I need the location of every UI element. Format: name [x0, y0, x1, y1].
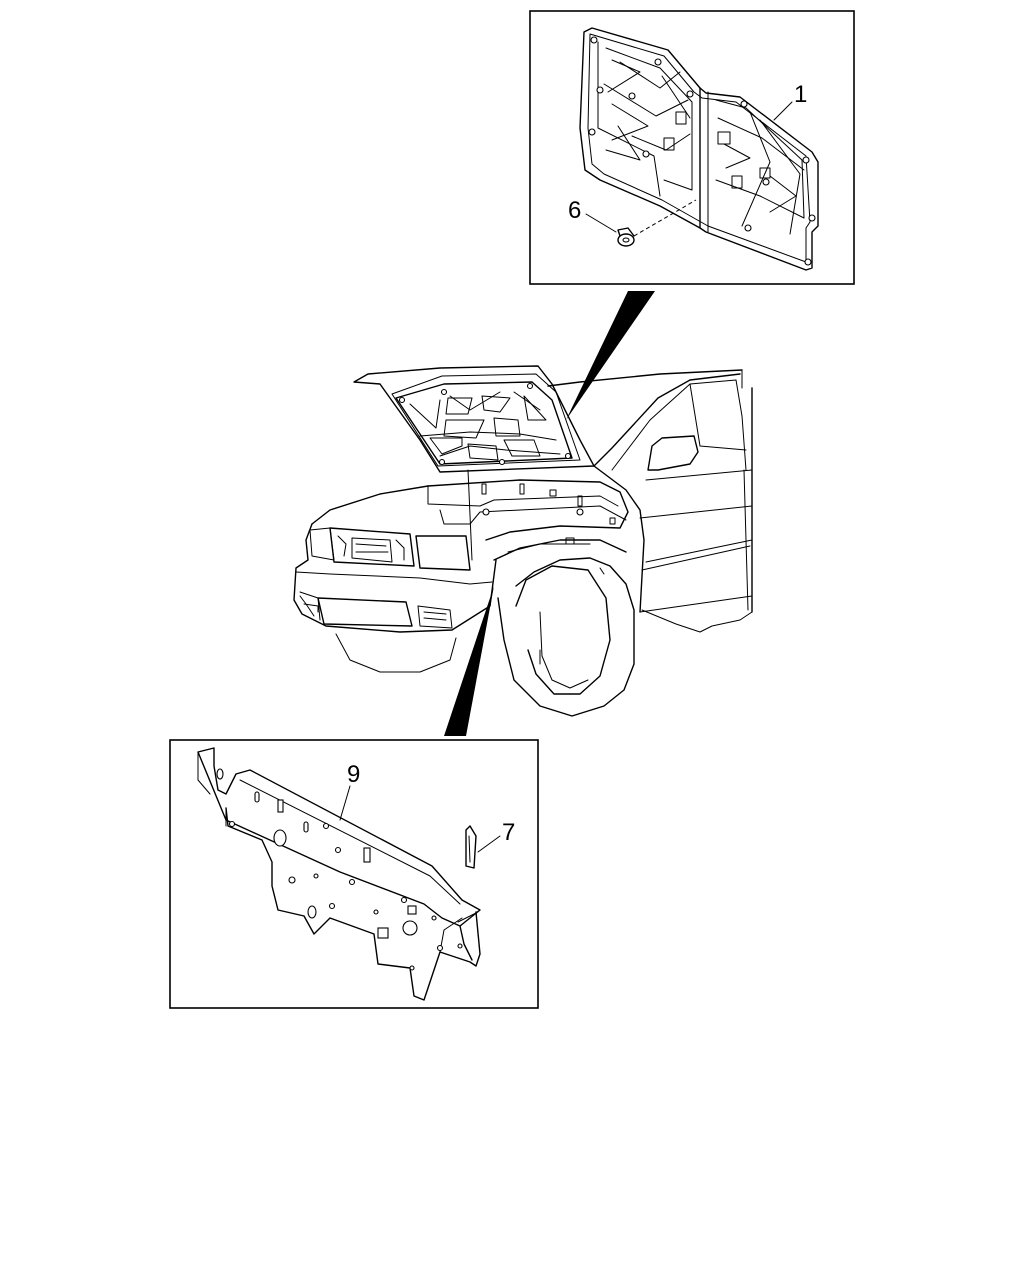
dash-clip-part	[465, 825, 501, 869]
hood-insulator-part	[579, 27, 819, 271]
detail-pointer-bottom	[444, 586, 494, 736]
vehicle-illustration	[293, 365, 753, 717]
callout-9: 9	[347, 761, 360, 788]
open-hood	[353, 365, 595, 473]
callout-7: 7	[502, 819, 515, 846]
hood-insulator-detail-panel: 6 1	[529, 10, 855, 420]
detail-pointer-top	[566, 291, 655, 420]
dash-insulator-detail-panel: 9 7	[169, 586, 539, 1009]
callout-1: 1	[794, 81, 807, 108]
callout-6: 6	[568, 197, 581, 224]
hood-clip-part	[617, 199, 697, 247]
dash-insulator-part	[197, 747, 481, 1001]
